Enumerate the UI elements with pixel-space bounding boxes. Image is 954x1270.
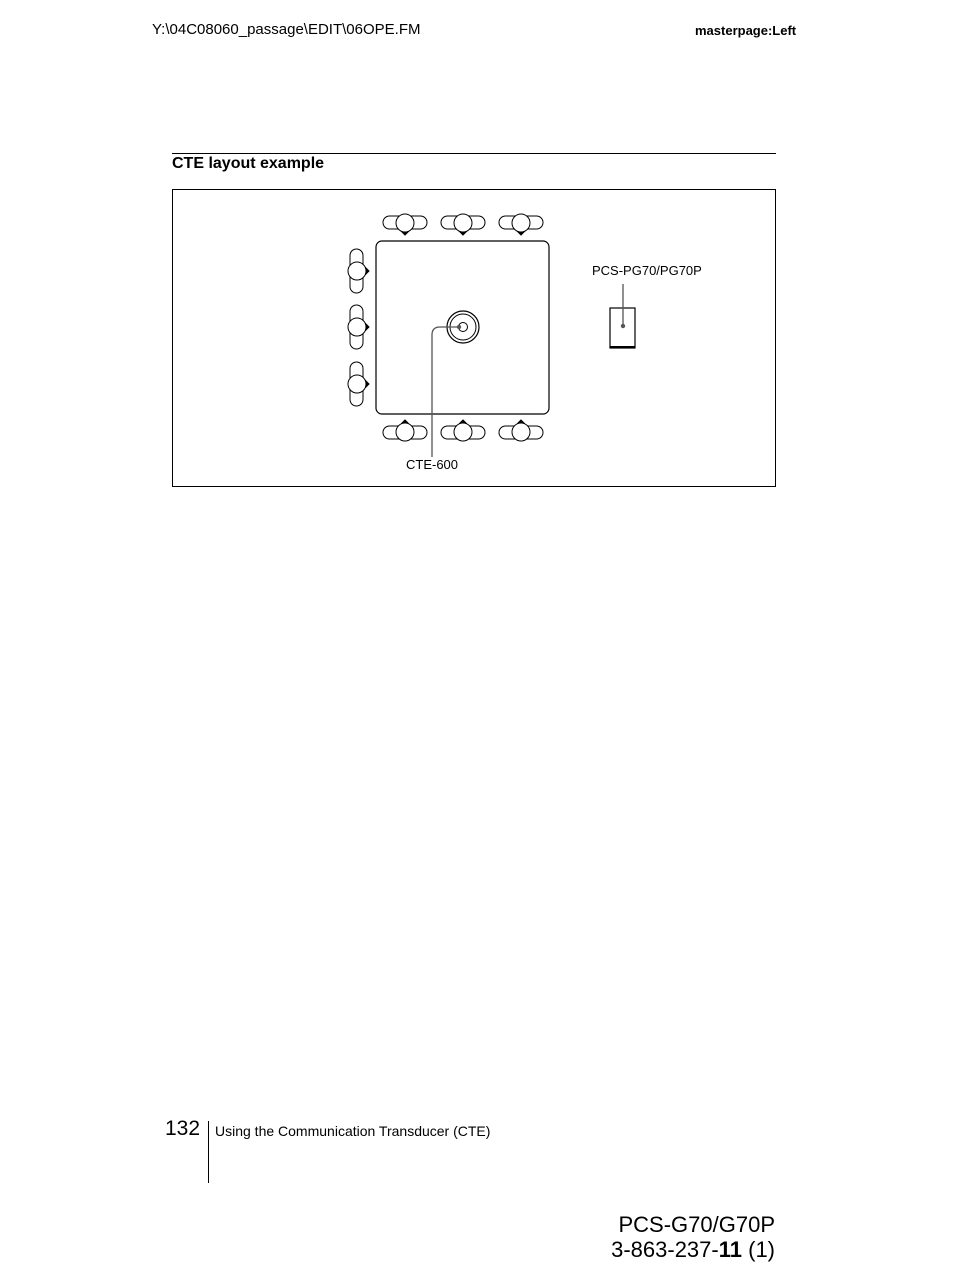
catalog-number: 3-863-237-11 (1): [611, 1237, 775, 1263]
catalog-prefix: 3-863-237-: [611, 1237, 719, 1262]
masterpage-label: masterpage:Left: [695, 23, 797, 38]
layout-diagram: PCS-PG70/PG70P CTE-600: [347, 213, 702, 472]
cte-600-label: CTE-600: [406, 457, 458, 472]
pcs-pg70-label: PCS-PG70/PG70P: [592, 263, 702, 278]
chair-bottom-1: [382, 419, 428, 442]
cte-600-leader-dot: [456, 324, 462, 330]
chapter-title: Using the Communication Transducer (CTE): [215, 1123, 491, 1139]
chair-bottom-2: [440, 419, 486, 442]
model-number: PCS-G70/G70P: [618, 1212, 775, 1237]
chair-left-2: [347, 304, 370, 350]
page-number: 132: [165, 1117, 201, 1140]
pcs-pg70-leader-dot: [620, 323, 626, 329]
chair-top-2: [440, 213, 486, 236]
section-rule: [172, 153, 776, 154]
catalog-suffix: (1): [742, 1237, 775, 1262]
section-title: CTE layout example: [172, 155, 325, 172]
cte-600-leader: [431, 326, 459, 457]
footer-rule: [208, 1121, 209, 1183]
chair-top-3: [498, 213, 544, 236]
chair-bottom-3: [498, 419, 544, 442]
layout-figure: PCS-PG70/PG70P CTE-600: [172, 189, 776, 487]
chair-left-3: [347, 361, 370, 407]
file-path: Y:\04C08060_passage\EDIT\06OPE.FM: [152, 21, 421, 38]
chair-top-1: [382, 213, 428, 236]
chair-left-1: [347, 248, 370, 294]
catalog-bold: 11: [718, 1237, 742, 1262]
